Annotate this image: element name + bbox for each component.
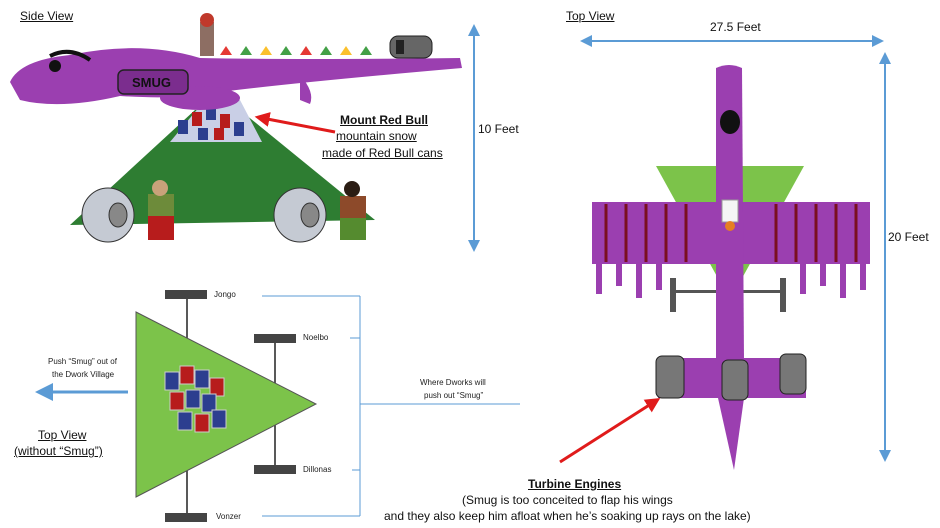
- push-label-line1: Push “Smug” out of: [48, 357, 117, 366]
- wheel-left: [81, 187, 135, 243]
- turbine-engines: [655, 353, 807, 401]
- position-label-dillonas: Dillonas: [303, 465, 332, 474]
- dragon-tail: [718, 398, 744, 470]
- base-triangle: [135, 311, 318, 498]
- engines-line2: and they also keep him afloat when he’s …: [384, 509, 751, 523]
- base-view-subheading: (without “Smug”): [14, 444, 103, 458]
- dwork-left: [148, 180, 174, 240]
- side-view-heading: Side View: [20, 9, 74, 23]
- engines-line1: (Smug is too conceited to flap his wings: [462, 493, 673, 507]
- position-label-noelbo: Noelbo: [303, 333, 329, 342]
- base-can-pile: [164, 365, 227, 433]
- red-bull-can-pile: [170, 100, 262, 142]
- width-label: 27.5 Feet: [710, 20, 761, 34]
- position-label-vonzer: Vonzer: [216, 512, 241, 521]
- push-label-line2: the Dwork Village: [52, 370, 115, 379]
- base-view-heading: Top View: [38, 428, 87, 442]
- pusher-slot-vonzer: [165, 513, 207, 522]
- where-label-line1: Where Dworks will: [420, 378, 486, 387]
- side-view-illustration: [10, 13, 462, 243]
- where-label-line2: push out “Smug”: [424, 391, 484, 400]
- length-label: 20 Feet: [888, 230, 929, 244]
- position-label-jongo: Jongo: [214, 290, 236, 299]
- engines-callout-arrow: [559, 397, 661, 464]
- callout-line1: mountain snow: [336, 129, 417, 143]
- pusher-slot-noelbo: [254, 334, 296, 343]
- dragon-name-label: SMUG: [132, 75, 171, 90]
- height-label: 10 Feet: [478, 122, 519, 136]
- callout-arrow: [254, 112, 336, 134]
- pusher-slot-jongo: [165, 290, 207, 299]
- engines-title: Turbine Engines: [528, 477, 622, 491]
- pusher-slot-dillonas: [254, 465, 296, 474]
- base-top-view: [35, 290, 520, 522]
- top-view-heading: Top View: [566, 9, 615, 23]
- wheel-right: [273, 187, 327, 243]
- callout-title: Mount Red Bull: [340, 113, 428, 127]
- callout-line2: made of Red Bull cans: [322, 146, 443, 160]
- dragon-top-view: [592, 65, 870, 470]
- dragon-smug-side: [10, 13, 462, 110]
- dwork-right: [340, 181, 366, 240]
